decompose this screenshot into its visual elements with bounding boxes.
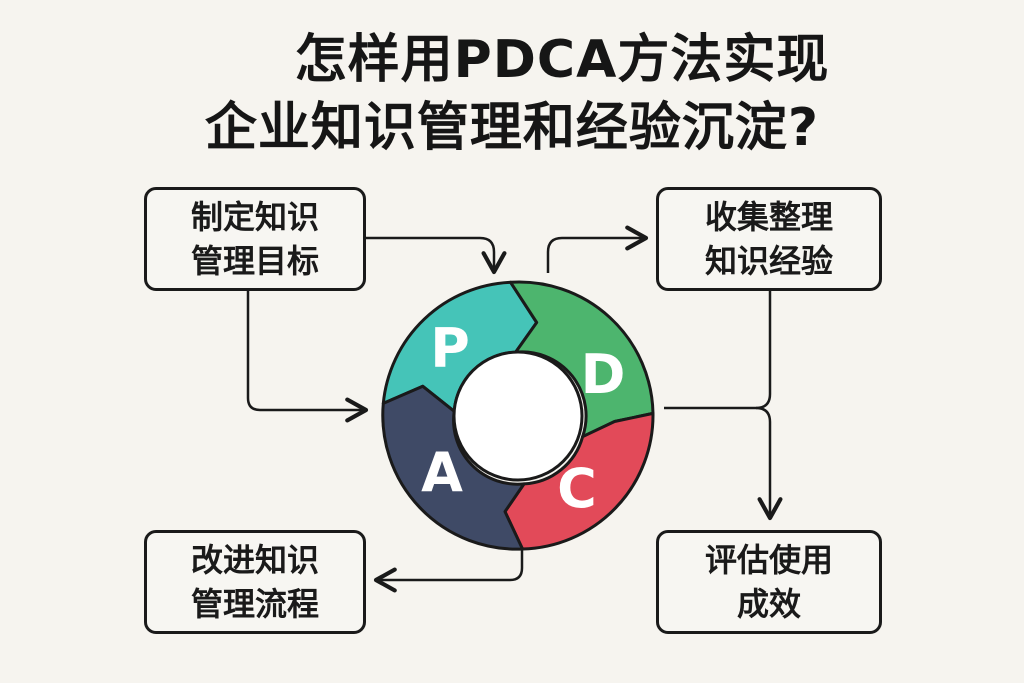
arrow-cycle-to-act xyxy=(373,550,524,593)
letter-a: A xyxy=(421,441,463,504)
letter-d: D xyxy=(581,343,626,406)
do-box-line-2: 知识经验 xyxy=(704,242,833,280)
letter-c: C xyxy=(557,457,597,520)
cycle-center xyxy=(452,350,584,482)
title-line-1: 怎样用PDCA方法实现 xyxy=(294,30,830,90)
check-box-line-1: 评估使用 xyxy=(704,541,833,579)
arrow-cycle-to-do xyxy=(546,225,649,273)
arrow-do-down xyxy=(664,291,772,410)
plan-box-line-1: 制定知识 xyxy=(190,198,319,236)
do-box-line-1: 收集整理 xyxy=(704,198,833,236)
act-box-line-2: 管理流程 xyxy=(190,585,319,623)
plan-box: 制定知识 管理目标 xyxy=(144,187,366,291)
arrow-plan-down-to-cycle xyxy=(246,291,369,423)
do-box: 收集整理 知识经验 xyxy=(656,187,882,291)
arrow-to-check xyxy=(755,406,783,521)
letter-p: P xyxy=(430,317,470,380)
act-segment xyxy=(381,384,526,551)
check-box-line-2: 成效 xyxy=(736,585,801,623)
title-line-2: 企业知识管理和经验沉淀? xyxy=(204,98,820,158)
act-box: 改进知识 管理流程 xyxy=(144,530,366,634)
plan-box-line-2: 管理目标 xyxy=(190,242,319,280)
arrow-plan-to-cycle xyxy=(366,236,507,275)
check-box: 评估使用 成效 xyxy=(656,530,882,634)
pdca-cycle xyxy=(381,280,655,551)
act-box-line-1: 改进知识 xyxy=(190,541,319,579)
check-segment xyxy=(503,411,655,551)
